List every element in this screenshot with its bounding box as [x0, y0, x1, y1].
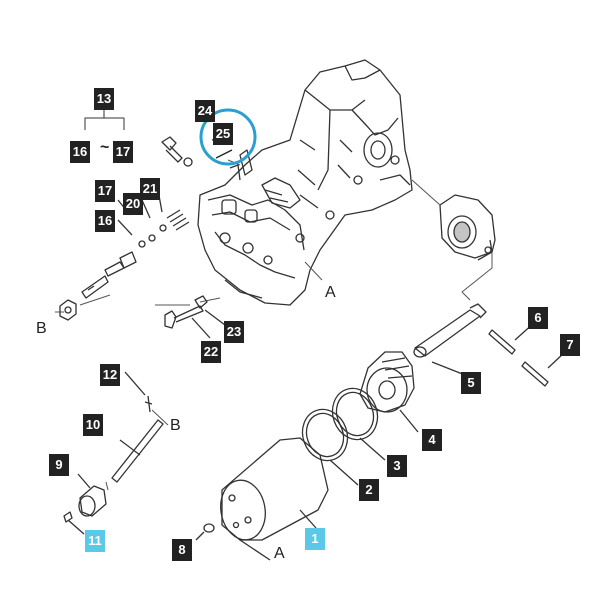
callout-8[interactable]: 8 — [172, 539, 192, 561]
callout-7[interactable]: 7 — [560, 334, 580, 356]
cylinder-1 — [220, 437, 329, 561]
callout-10[interactable]: 10 — [83, 414, 103, 436]
piston-rod-5 — [413, 303, 487, 376]
piston-4 — [359, 351, 419, 433]
callout-11[interactable]: 11 — [85, 530, 105, 552]
callout-9[interactable]: 9 — [49, 454, 69, 476]
ref-a-cylinder: A — [274, 545, 285, 562]
callout-6[interactable]: 6 — [528, 307, 548, 329]
bolt-22 — [164, 305, 204, 329]
callout-2[interactable]: 2 — [359, 479, 379, 501]
highlight-ring — [199, 108, 257, 166]
relief-valve-assembly — [81, 209, 190, 299]
pin-7 — [521, 351, 566, 387]
callout-4[interactable]: 4 — [422, 429, 442, 451]
ref-b-nut: B — [36, 320, 47, 337]
clip-12 — [124, 371, 153, 413]
range-tilde: ~ — [100, 139, 110, 156]
callout-24[interactable]: 24 — [195, 100, 215, 122]
ref-b-shaft: B — [170, 417, 181, 434]
callout-16[interactable]: 16 — [70, 141, 90, 163]
callout-13[interactable]: 13 — [94, 88, 114, 110]
cylinder-end-sleeve — [439, 194, 496, 261]
callout-16-valve[interactable]: 16 — [95, 210, 115, 232]
callout-25[interactable]: 25 — [213, 123, 233, 145]
shaft-10 — [111, 419, 164, 483]
hydraulic-housing — [197, 59, 413, 306]
callout-22[interactable]: 22 — [201, 341, 221, 363]
callout-23[interactable]: 23 — [224, 321, 244, 343]
callout-1[interactable]: 1 — [305, 528, 325, 550]
callout-17-valve[interactable]: 17 — [95, 180, 115, 202]
callout-12[interactable]: 12 — [100, 364, 120, 386]
ref-a-housing: A — [325, 284, 336, 301]
gear-9 — [77, 473, 107, 517]
callout-17[interactable]: 17 — [113, 141, 133, 163]
callout-3[interactable]: 3 — [387, 455, 407, 477]
hex-nut-b — [59, 299, 77, 321]
banjo-bolt-24 — [161, 136, 193, 167]
callout-5[interactable]: 5 — [461, 372, 481, 394]
callout-21[interactable]: 21 — [140, 178, 160, 200]
callout-20[interactable]: 20 — [123, 193, 143, 215]
